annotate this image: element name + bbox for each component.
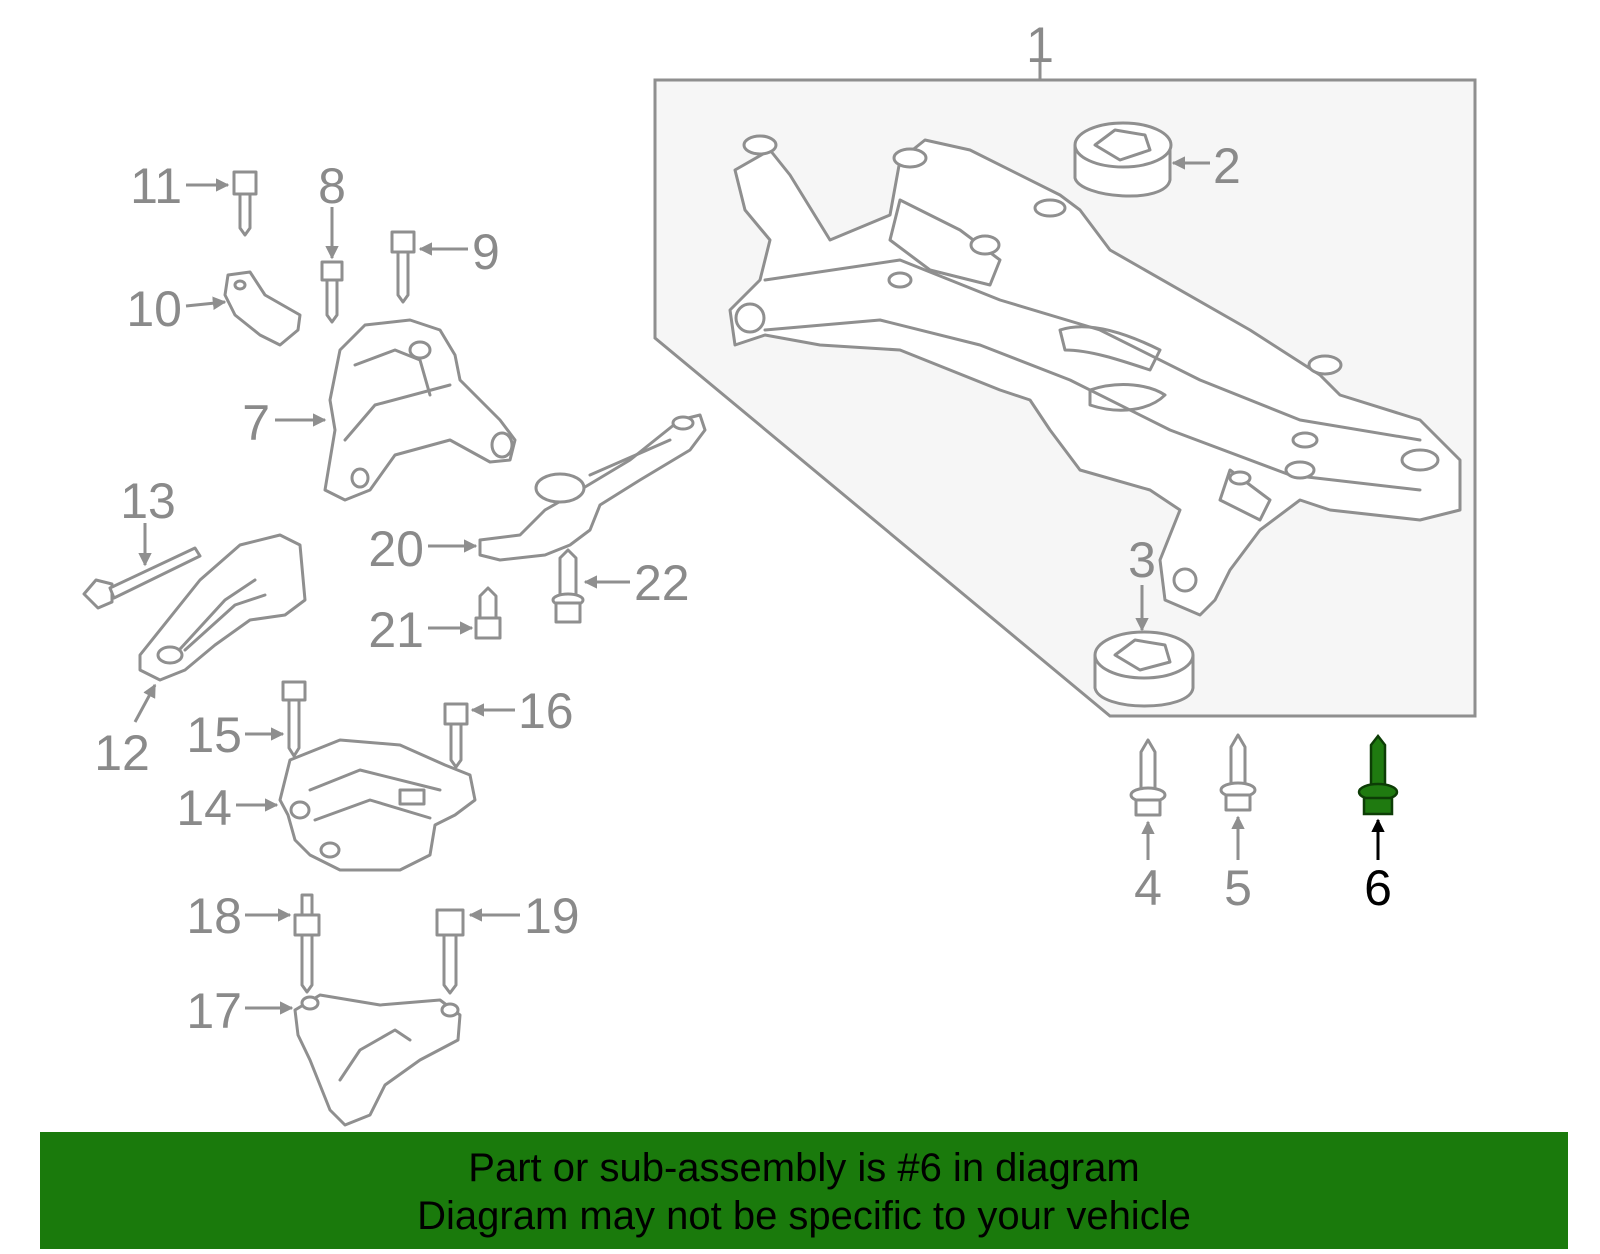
bushing-upper: [1073, 121, 1173, 198]
bushing-lower: [1093, 630, 1195, 708]
callout-10: 10: [126, 281, 182, 337]
torque-rod-20: [478, 413, 707, 562]
callout-6: 6: [1364, 860, 1392, 916]
callout-12: 12: [94, 725, 150, 781]
engine-mount-7: [323, 318, 517, 502]
callout-8: 8: [318, 158, 346, 214]
bolt-21: [474, 586, 502, 640]
callout-17: 17: [186, 983, 242, 1039]
bolt-19: [435, 908, 465, 995]
bolt-4: [1129, 738, 1167, 817]
bolt-15: [281, 680, 307, 758]
bolt-8: [320, 260, 344, 324]
bolt-16: [443, 702, 469, 769]
callout-4: 4: [1134, 860, 1162, 916]
bolt-13: [82, 546, 202, 610]
transmission-mount-14: [278, 738, 477, 872]
callout-5: 5: [1224, 860, 1252, 916]
callout-7: 7: [242, 395, 270, 451]
callout-18: 18: [186, 888, 242, 944]
bolt-6-highlighted: [1357, 733, 1399, 816]
info-banner: Part or sub-assembly is #6 in diagram Di…: [40, 1132, 1568, 1249]
callout-13: 13: [120, 473, 176, 529]
callout-9: 9: [472, 224, 500, 280]
callout-3: 3: [1128, 532, 1156, 588]
callout-11: 11: [130, 158, 182, 214]
callout-2: 2: [1213, 138, 1241, 194]
bracket-12: [138, 533, 307, 682]
bolt-22: [551, 548, 585, 624]
callout-labels: 1 2 3 4 5 6 7 8 9 10 11 12 13 14 15 16 1…: [94, 17, 1392, 1039]
callout-22: 22: [634, 555, 690, 611]
leader-arrows: [133, 156, 1385, 1015]
callout-1: 1: [1026, 17, 1054, 73]
bolt-11: [232, 170, 258, 237]
bolt-5: [1219, 733, 1257, 812]
banner-line-2: Diagram may not be specific to your vehi…: [417, 1194, 1191, 1238]
bolt-9: [390, 230, 416, 304]
bracket-17: [293, 993, 462, 1127]
callout-16: 16: [518, 683, 574, 739]
bracket-10: [223, 270, 302, 347]
banner-line-1: Part or sub-assembly is #6 in diagram: [468, 1146, 1140, 1190]
callout-21: 21: [368, 602, 424, 658]
callout-20: 20: [368, 521, 424, 577]
stud-18: [293, 893, 321, 994]
callout-14: 14: [176, 780, 232, 836]
callout-19: 19: [524, 888, 580, 944]
subframe-crossmember: [728, 134, 1462, 617]
callout-15: 15: [186, 707, 242, 763]
